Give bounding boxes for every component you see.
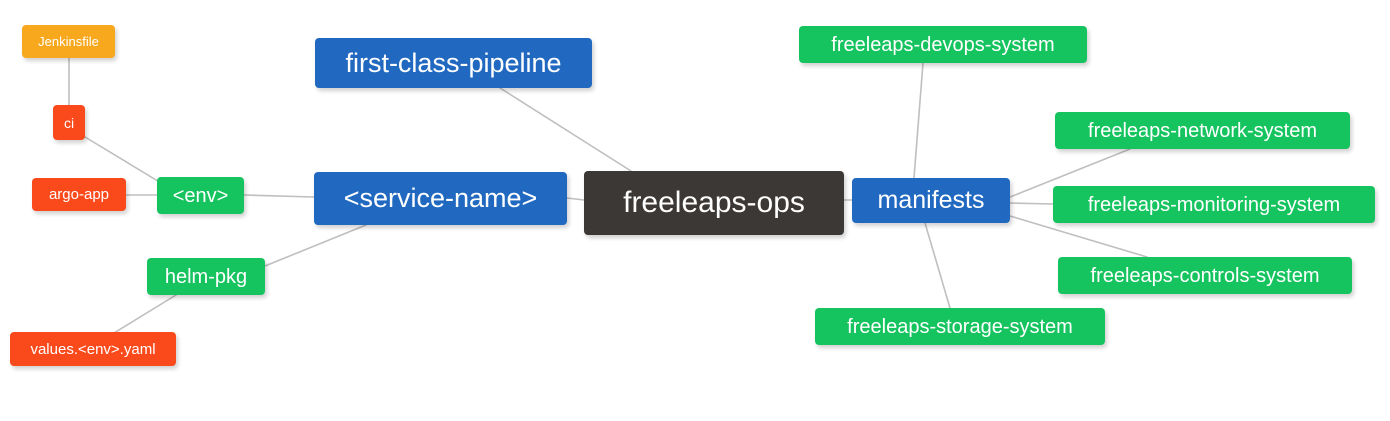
node-freeleaps-network-system[interactable]: freeleaps-network-system xyxy=(1055,112,1350,149)
node-label-manifests: manifests xyxy=(877,186,985,214)
edge-service-name-to-helm-pkg xyxy=(264,224,367,267)
node-label-freeleaps-storage-system: freeleaps-storage-system xyxy=(847,315,1073,338)
node-first-class-pipeline[interactable]: first-class-pipeline xyxy=(315,38,592,88)
node-helm-pkg[interactable]: helm-pkg xyxy=(147,258,265,295)
node-label-freeleaps-network-system: freeleaps-network-system xyxy=(1088,119,1317,142)
node-label-jenkinsfile: Jenkinsfile xyxy=(38,34,99,49)
node-freeleaps-ops[interactable]: freeleaps-ops xyxy=(584,171,844,235)
node-label-freeleaps-devops-system: freeleaps-devops-system xyxy=(831,33,1055,56)
edge-env-to-service-name xyxy=(243,194,315,198)
node-argo-app[interactable]: argo-app xyxy=(32,178,126,211)
node-label-freeleaps-controls-system: freeleaps-controls-system xyxy=(1090,264,1320,287)
node-env[interactable]: <env> xyxy=(157,177,244,214)
node-ci[interactable]: ci xyxy=(53,105,85,140)
node-values-yaml[interactable]: values.<env>.yaml xyxy=(10,332,176,366)
node-label-first-class-pipeline: first-class-pipeline xyxy=(345,47,562,78)
node-label-service-name: <service-name> xyxy=(343,183,538,213)
node-freeleaps-controls-system[interactable]: freeleaps-controls-system xyxy=(1058,257,1352,294)
node-label-values-yaml: values.<env>.yaml xyxy=(30,340,156,358)
node-freeleaps-devops-system[interactable]: freeleaps-devops-system xyxy=(799,26,1087,63)
node-freeleaps-monitoring-system[interactable]: freeleaps-monitoring-system xyxy=(1053,186,1375,223)
edge-manifests-to-freeleaps-monitoring-system xyxy=(1009,202,1054,205)
node-manifests[interactable]: manifests xyxy=(852,178,1010,223)
node-freeleaps-storage-system[interactable]: freeleaps-storage-system xyxy=(815,308,1105,345)
edge-helm-pkg-to-values-yaml xyxy=(113,294,177,334)
edge-service-name-to-freeleaps-ops xyxy=(566,197,585,201)
edge-first-class-pipeline-to-freeleaps-ops xyxy=(499,87,632,172)
edge-manifests-to-freeleaps-storage-system xyxy=(924,222,951,309)
node-label-helm-pkg: helm-pkg xyxy=(164,265,248,288)
edge-manifests-to-freeleaps-devops-system xyxy=(913,62,924,179)
node-label-freeleaps-monitoring-system: freeleaps-monitoring-system xyxy=(1087,193,1341,216)
node-jenkinsfile[interactable]: Jenkinsfile xyxy=(22,25,115,58)
node-label-env: <env> xyxy=(172,184,229,207)
node-service-name[interactable]: <service-name> xyxy=(314,172,567,225)
node-label-freeleaps-ops: freeleaps-ops xyxy=(623,186,805,219)
node-label-argo-app: argo-app xyxy=(48,186,110,203)
node-label-ci: ci xyxy=(63,114,75,131)
